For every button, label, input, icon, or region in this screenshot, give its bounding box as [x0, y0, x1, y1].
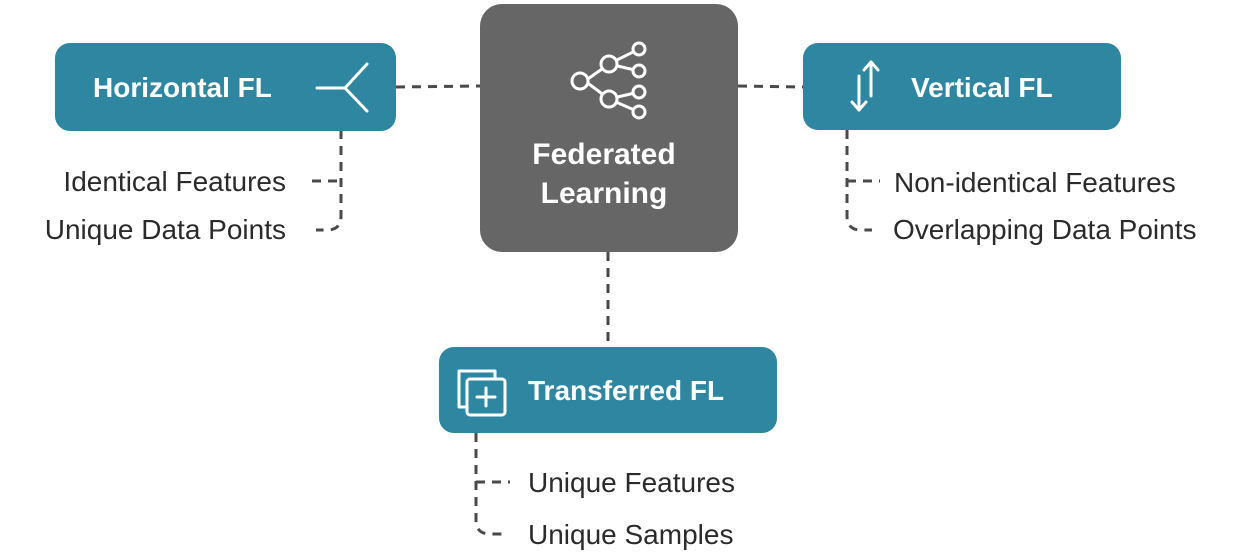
vertical-item-non-identical-features: Non-identical Features: [894, 167, 1176, 198]
transferred-fl-node[interactable]: Transferred FL: [439, 347, 777, 433]
vertical-fl-label: Vertical FL: [911, 72, 1053, 103]
bracket-horizontal: [316, 130, 343, 232]
bracket-transferred: [474, 433, 502, 536]
connector-center-vertical: [737, 84, 804, 89]
vertical-item-overlapping-data-points: Overlapping Data Points: [893, 214, 1197, 245]
vertical-fl-box: [803, 43, 1121, 130]
branch-fork-icon: [315, 62, 369, 113]
copy-add-icon: [457, 369, 507, 417]
horizontal-fl-box: [55, 43, 396, 131]
up-down-arrows-icon: [850, 60, 880, 112]
horizontal-fl-label: Horizontal FL: [93, 72, 272, 103]
transferred-fl-label: Transferred FL: [528, 375, 724, 406]
horizontal-item-identical-features: Identical Features: [63, 166, 286, 197]
transferred-item-unique-samples: Unique Samples: [528, 519, 733, 550]
center-node[interactable]: Federated Learning: [480, 4, 738, 252]
connector-center-horizontal: [395, 84, 481, 89]
center-label-line1: Federated: [532, 138, 675, 171]
transferred-item-unique-features: Unique Features: [528, 467, 735, 498]
transferred-fl-box: [439, 347, 777, 433]
horizontal-fl-node[interactable]: Horizontal FL: [55, 43, 396, 131]
center-node-box: [480, 4, 738, 252]
horizontal-item-unique-data-points: Unique Data Points: [45, 214, 286, 245]
vertical-fl-node[interactable]: Vertical FL: [803, 43, 1121, 130]
bracket-vertical: [845, 130, 872, 232]
network-share-icon: [570, 41, 647, 120]
center-label-line2: Learning: [541, 177, 668, 210]
